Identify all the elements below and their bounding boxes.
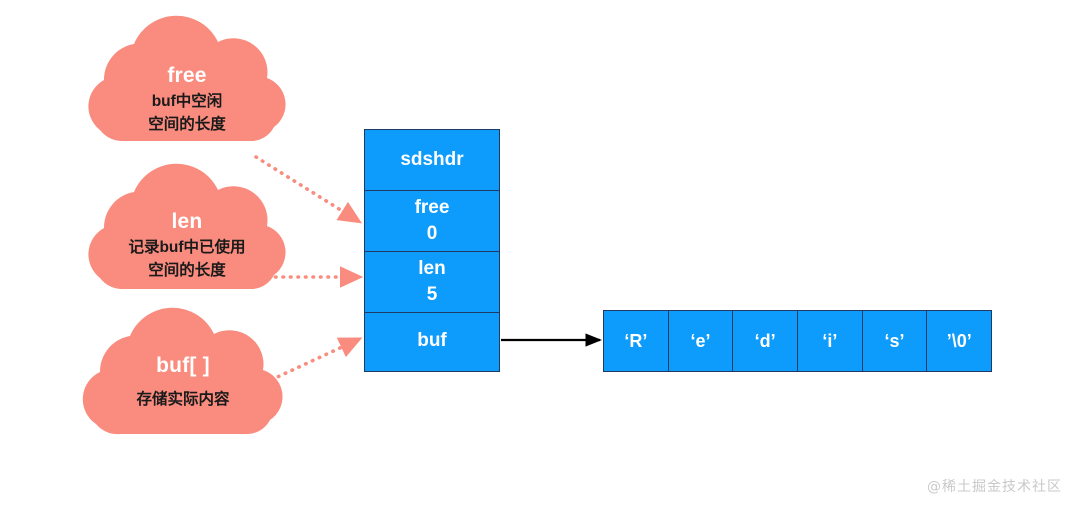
struct-header-label: sdshdr: [400, 149, 464, 171]
struct-field-value-free: 0: [426, 223, 438, 244]
annotation-cloud-buf: buf[ ] 存储实际内容: [88, 328, 278, 456]
sdshdr-struct-box: sdshdr free 0 len 5 buf: [364, 129, 500, 372]
cloud-desc-free: buf中空闲 空间的长度: [148, 93, 226, 133]
cloud-shape-free: [88, 15, 286, 142]
struct-field-value-len: 5: [426, 284, 438, 305]
struct-field-name-free: free: [414, 197, 450, 219]
cloud-title-free: free: [167, 64, 207, 87]
struct-row-free: free 0: [365, 190, 499, 251]
annotation-cloud-free: free buf中空闲 空间的长度: [92, 38, 282, 163]
char-cell: ’\0’: [926, 311, 992, 371]
cloud-desc-len: 记录buf中已使用 空间的长度: [128, 239, 246, 279]
cloud-desc-buf: 存储实际内容: [136, 391, 230, 409]
cloud-title-len: len: [171, 210, 203, 233]
annotation-cloud-len: len 记录buf中已使用 空间的长度: [92, 186, 282, 308]
arrow-free-to-row: [254, 155, 363, 224]
char-cell: ‘i’: [797, 311, 862, 371]
struct-field-name-len: len: [418, 258, 446, 280]
cloud-title-buf: buf[ ]: [156, 354, 210, 377]
struct-row-buf: buf: [365, 312, 499, 369]
char-array-box: ‘R’ ‘e’ ‘d’ ‘i’ ‘s’ ’\0’: [603, 310, 992, 372]
char-cell: ‘e’: [667, 311, 733, 371]
watermark: @稀土掘金技术社区: [927, 479, 1062, 495]
char-cell: ‘s’: [861, 311, 927, 371]
struct-row-len: len 5: [365, 251, 499, 312]
struct-field-name-buf: buf: [417, 330, 447, 352]
cloud-shape-len: [88, 163, 286, 290]
char-cell: ‘d’: [732, 311, 798, 371]
struct-row-header: sdshdr: [365, 130, 499, 190]
cloud-shape-buf: [82, 307, 283, 435]
char-cell: ‘R’: [604, 311, 668, 371]
arrow-buf-to-row: [256, 337, 363, 388]
